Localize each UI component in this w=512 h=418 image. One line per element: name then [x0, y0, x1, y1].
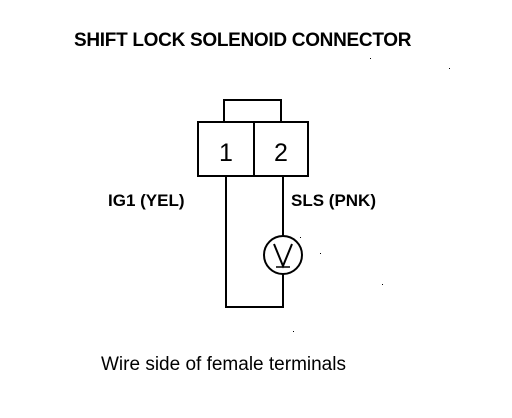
voltmeter-icon — [263, 235, 303, 275]
scan-specks — [293, 58, 450, 332]
diagram-title: SHIFT LOCK SOLENOID CONNECTOR — [74, 30, 412, 51]
pin-2-number: 2 — [274, 139, 288, 167]
wire-label-ig1: IG1 (YEL) — [108, 191, 185, 210]
connector-body — [197, 121, 309, 177]
diagram-caption: Wire side of female terminals — [101, 354, 346, 375]
wire-label-sls: SLS (PNK) — [291, 191, 376, 210]
wire-ig1 — [225, 176, 284, 308]
connector-lock-tab — [223, 99, 282, 123]
pin-1-number: 1 — [219, 139, 233, 167]
pin-cavity-2 — [253, 121, 309, 177]
